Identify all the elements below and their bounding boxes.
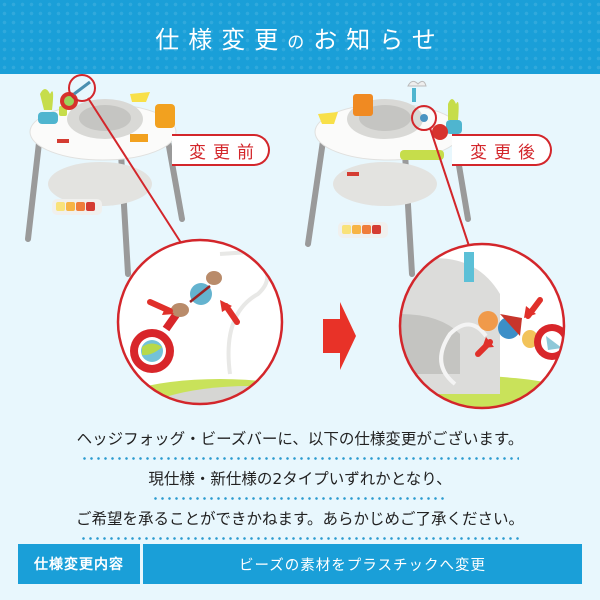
title-connector: の: [287, 32, 314, 53]
comparison-area: 変更前 変更後: [0, 74, 600, 414]
right-arrow-icon: [323, 302, 356, 370]
before-product-image: [25, 74, 186, 277]
after-product-image: [305, 80, 471, 277]
spec-change-table: 仕様変更内容 ビーズの素材をプラスチックへ変更: [18, 544, 582, 584]
before-label: 変更前: [172, 134, 270, 166]
page-title: 仕様変更のお知らせ: [155, 20, 445, 55]
header-banner: 仕様変更のお知らせ: [0, 0, 600, 74]
spec-change-label: 仕様変更内容: [18, 544, 140, 584]
notice-line-2: 現仕様・新仕様の2タイプいずれかとなり、: [0, 465, 600, 505]
after-zoom-inset: [398, 242, 566, 410]
notice-text: ヘッジフォッグ・ビーズバーに、以下の仕様変更がございます。 現仕様・新仕様の2タ…: [0, 425, 600, 545]
title-part-1: 仕様変更: [155, 25, 288, 54]
spec-change-value: ビーズの素材をプラスチックへ変更: [143, 544, 582, 584]
after-label: 変更後: [452, 134, 552, 166]
title-part-2: お知らせ: [313, 25, 445, 54]
notice-line-1: ヘッジフォッグ・ビーズバーに、以下の仕様変更がございます。: [0, 425, 600, 465]
notice-line-3: ご希望を承ることができかねます。あらかじめご了承ください。: [0, 505, 600, 545]
product-illustrations: [25, 74, 566, 410]
